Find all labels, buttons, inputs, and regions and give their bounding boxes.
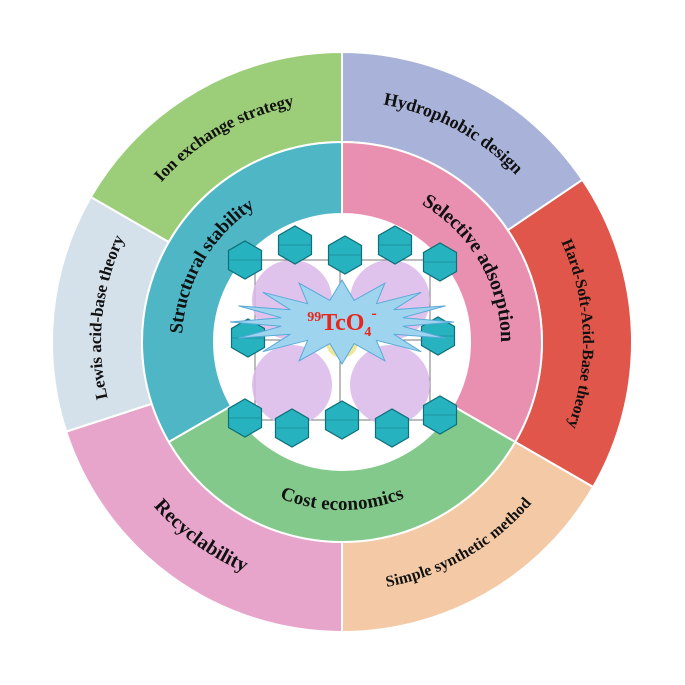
burst-shape [229, 279, 455, 365]
pore-sphere [350, 345, 430, 425]
pore-sphere [252, 345, 332, 425]
center-label-charge: - [371, 305, 376, 322]
center-label-mass: 99 [307, 310, 321, 325]
svg-text:99TcO4-: 99TcO4- [307, 305, 376, 340]
center-crystal-structure [214, 214, 470, 470]
ring-segments [51, 50, 633, 634]
center-label: 99TcO4- [307, 305, 376, 340]
center-label-subscript: 4 [364, 325, 371, 340]
center-label-species: TcO [321, 310, 364, 336]
